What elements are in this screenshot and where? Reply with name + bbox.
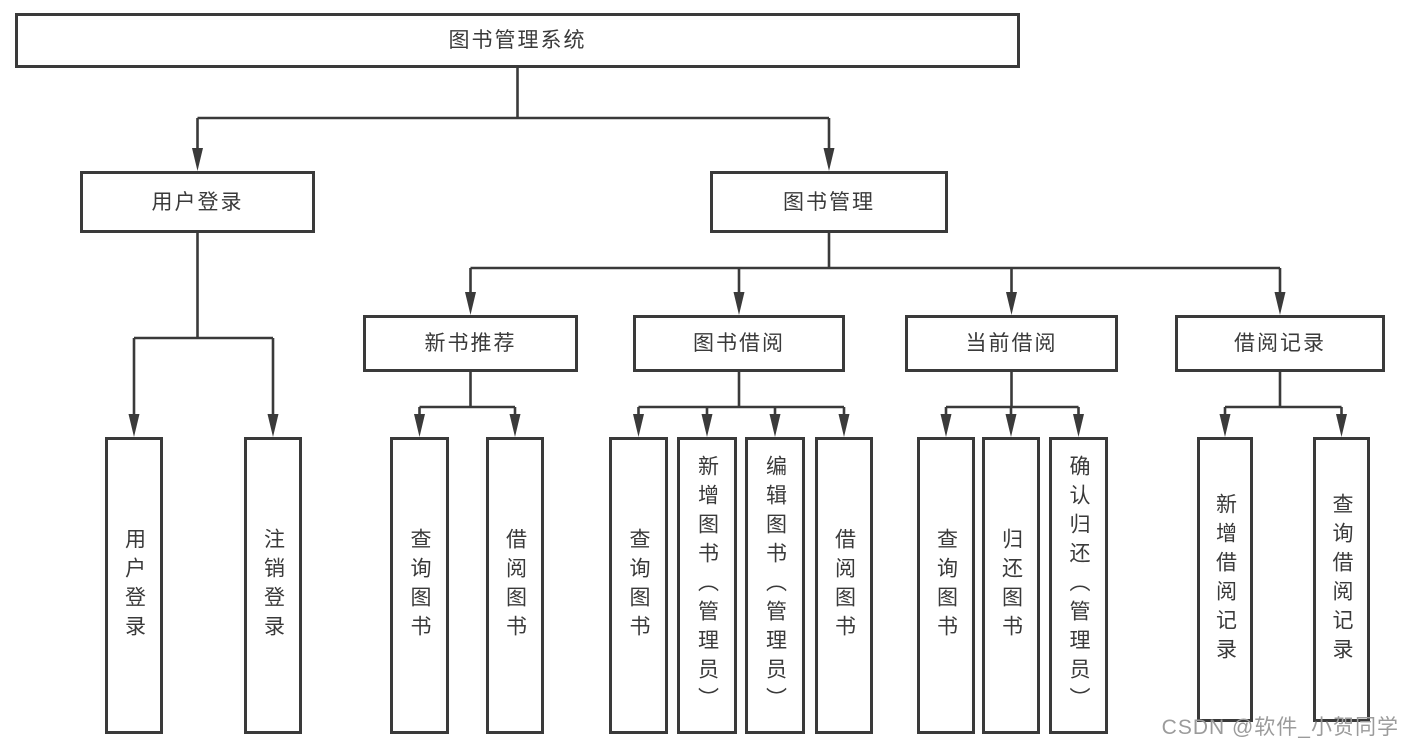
node-new-book-recommend-label: 新书推荐 xyxy=(424,332,517,355)
node-leaf-add-book-admin-label: 新增图书（管理员） xyxy=(695,455,719,716)
node-new-book-recommend: 新书推荐 xyxy=(363,315,578,372)
node-leaf-query-books-current-label: 查询图书 xyxy=(934,527,958,644)
node-leaf-query-books-current: 查询图书 xyxy=(917,437,975,734)
node-leaf-user-login-label: 用户登录 xyxy=(122,527,146,644)
node-leaf-borrow-book-recommend-label: 借阅图书 xyxy=(503,527,527,644)
node-leaf-query-borrow-record-label: 查询借阅记录 xyxy=(1330,492,1353,667)
node-leaf-query-books-recommend-label: 查询图书 xyxy=(408,527,431,644)
node-leaf-confirm-return-admin: 确认归还（管理员） xyxy=(1049,437,1108,734)
node-current-borrow-label: 当前借阅 xyxy=(965,332,1058,355)
node-leaf-logout-label: 注销登录 xyxy=(261,527,285,644)
node-book-borrow: 图书借阅 xyxy=(633,315,845,372)
node-book-management-label: 图书管理 xyxy=(783,190,875,214)
node-leaf-query-borrow-record: 查询借阅记录 xyxy=(1313,437,1370,722)
node-leaf-borrow-book-label: 借阅图书 xyxy=(832,527,856,644)
node-leaf-user-login: 用户登录 xyxy=(105,437,163,734)
node-leaf-query-books-recommend: 查询图书 xyxy=(390,437,449,734)
node-book-management: 图书管理 xyxy=(710,171,948,233)
node-user-login-label: 用户登录 xyxy=(151,190,244,214)
node-leaf-query-books-borrow: 查询图书 xyxy=(609,437,668,734)
node-root: 图书管理系统 xyxy=(15,13,1020,68)
node-borrow-records-label: 借阅记录 xyxy=(1234,332,1326,355)
node-leaf-edit-book-admin: 编辑图书（管理员） xyxy=(745,437,805,734)
node-leaf-add-borrow-record-label: 新增借阅记录 xyxy=(1213,492,1237,667)
node-leaf-logout: 注销登录 xyxy=(244,437,302,734)
node-leaf-borrow-book: 借阅图书 xyxy=(815,437,873,734)
node-user-login: 用户登录 xyxy=(80,171,315,233)
node-book-borrow-label: 图书借阅 xyxy=(693,332,785,355)
node-leaf-confirm-return-admin-label: 确认归还（管理员） xyxy=(1067,455,1090,716)
node-borrow-records: 借阅记录 xyxy=(1175,315,1385,372)
node-leaf-return-book: 归还图书 xyxy=(982,437,1040,734)
watermark: CSDN @软件_小贺同学 xyxy=(1161,716,1399,739)
node-root-label: 图书管理系统 xyxy=(448,29,587,52)
node-leaf-return-book-label: 归还图书 xyxy=(999,527,1023,644)
node-leaf-edit-book-admin-label: 编辑图书（管理员） xyxy=(763,455,787,716)
node-leaf-borrow-book-recommend: 借阅图书 xyxy=(486,437,544,734)
node-leaf-query-books-borrow-label: 查询图书 xyxy=(627,527,650,644)
node-current-borrow: 当前借阅 xyxy=(905,315,1118,372)
node-leaf-add-book-admin: 新增图书（管理员） xyxy=(677,437,737,734)
node-leaf-add-borrow-record: 新增借阅记录 xyxy=(1197,437,1253,722)
